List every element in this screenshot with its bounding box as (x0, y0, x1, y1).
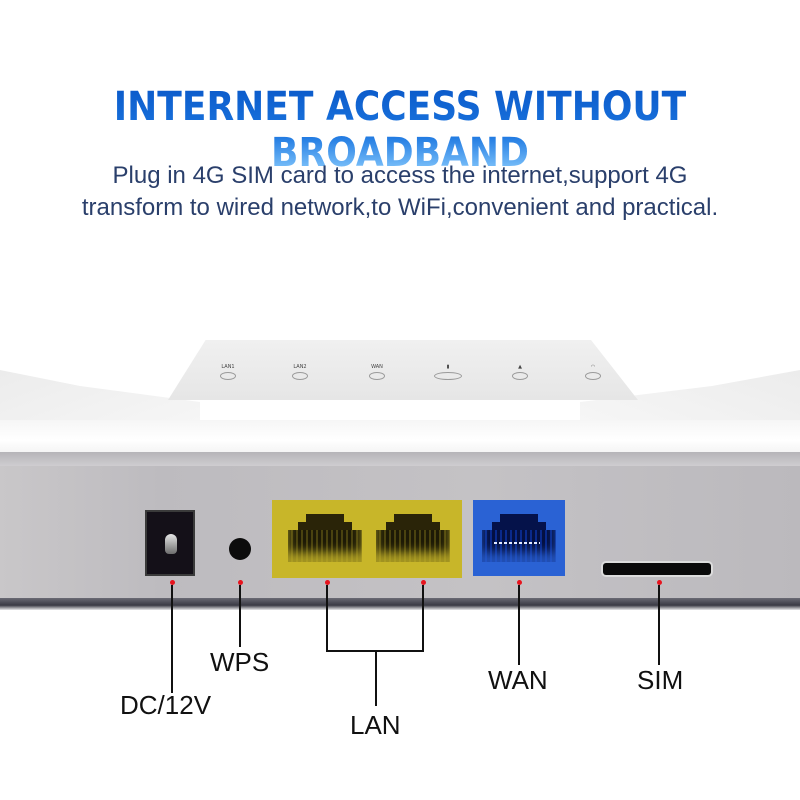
lan-port-housing (272, 500, 462, 578)
callout-dot-wps (238, 580, 243, 585)
led-indicator-wifi: ◠ (573, 364, 613, 380)
dc-power-jack[interactable] (145, 510, 195, 576)
leader-line-lan (375, 650, 377, 706)
callout-dot-lan-1 (325, 580, 330, 585)
leader-line-lan-1 (326, 585, 328, 651)
led-ring-icon (434, 372, 462, 380)
leader-line-sim (658, 585, 660, 665)
led-ring-icon (220, 372, 236, 380)
label-dc-12v: DC/12V (120, 690, 212, 720)
callout-dot-lan-2 (421, 580, 426, 585)
subtitle-line-1: Plug in 4G SIM card to access the intern… (112, 162, 688, 189)
led-ring-icon (369, 372, 385, 380)
leader-line-lan-2 (422, 585, 424, 651)
router-top-lip (0, 420, 800, 454)
warning-icon: ▲ (518, 364, 522, 370)
leader-line-dc (171, 585, 173, 693)
label-wps: WPS (210, 647, 270, 677)
led-ring-icon (512, 372, 528, 380)
callout-dot-dc (170, 580, 175, 585)
led-indicator-lan1: LAN1 (208, 364, 248, 380)
rear-panel-ridge (0, 452, 800, 466)
led-indicator-signal: ▮ (428, 364, 468, 380)
label-lan: LAN (350, 710, 401, 740)
lan-port-2[interactable] (376, 514, 450, 564)
rear-panel-bottom-edge (0, 598, 800, 610)
leader-line-wps (239, 585, 241, 647)
leader-line-wan (518, 585, 520, 665)
wifi-icon: ◠ (590, 364, 596, 370)
wps-button[interactable] (229, 538, 251, 560)
led-indicator-warning: ▲ (500, 364, 540, 380)
wan-port[interactable] (482, 514, 556, 564)
subtitle-line-2: transform to wired network,to WiFi,conve… (81, 194, 719, 221)
led-ring-icon (585, 372, 601, 380)
callout-dot-sim (657, 580, 662, 585)
callout-dot-wan (517, 580, 522, 585)
led-indicator-wan: WAN (357, 364, 397, 380)
headline: INTERNET ACCESS WITHOUT BROADBAND (40, 84, 760, 176)
led-panel (168, 340, 638, 400)
subtitle: Plug in 4G SIM card to access the intern… (0, 160, 800, 224)
lan-port-1[interactable] (288, 514, 362, 564)
led-ring-icon (292, 372, 308, 380)
signal-icon: ▮ (446, 364, 450, 370)
led-indicator-lan2: LAN2 (280, 364, 320, 380)
wan-pins-icon (494, 542, 540, 544)
sim-card-slot[interactable] (603, 563, 711, 575)
dc-pin-icon (165, 534, 177, 554)
wan-port-housing (473, 500, 565, 576)
label-wan: WAN (488, 665, 548, 695)
label-sim: SIM (637, 665, 684, 695)
